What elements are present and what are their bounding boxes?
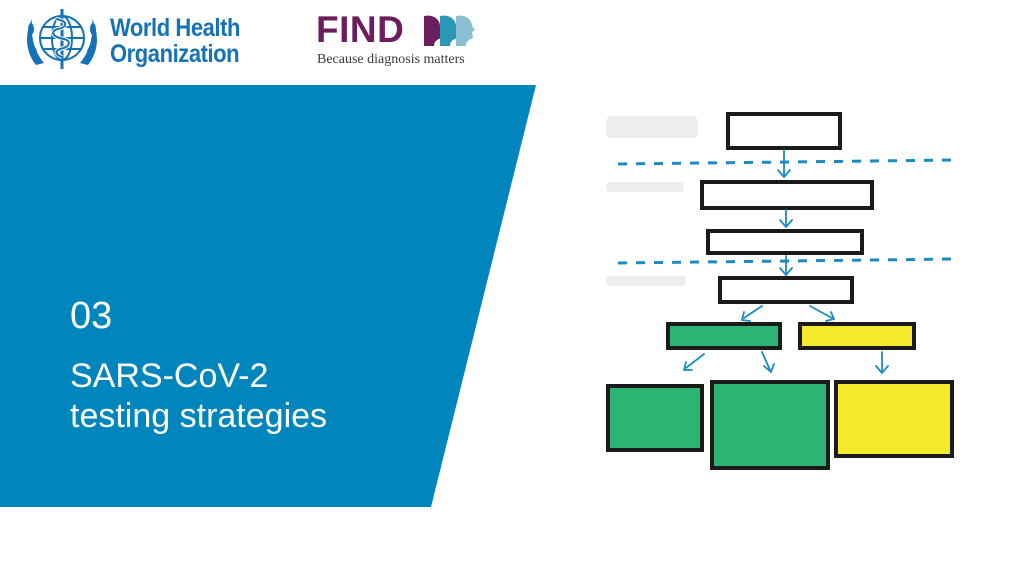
who-logo: World Health Organization [22,5,262,75]
who-line2: Organization [110,40,240,68]
find-tagline: Because diagnosis matters [317,52,465,67]
who-emblem-icon [27,9,97,69]
who-wordmark: World Health Organization [110,15,240,67]
banner-shape [0,85,536,507]
section-title-line1: SARS-CoV-2 [70,357,269,395]
section-number: 03 [70,295,113,337]
find-logo: FIND Because diagnosis matters [316,10,496,70]
find-heads-icon [424,15,475,46]
find-wordmark: FIND [316,9,405,50]
who-line1: World Health [110,14,240,42]
flowchart-icon [606,112,957,470]
section-title-line2: testing strategies [70,397,328,435]
section-title: SARS-CoV-2 testing strategies [70,356,327,436]
